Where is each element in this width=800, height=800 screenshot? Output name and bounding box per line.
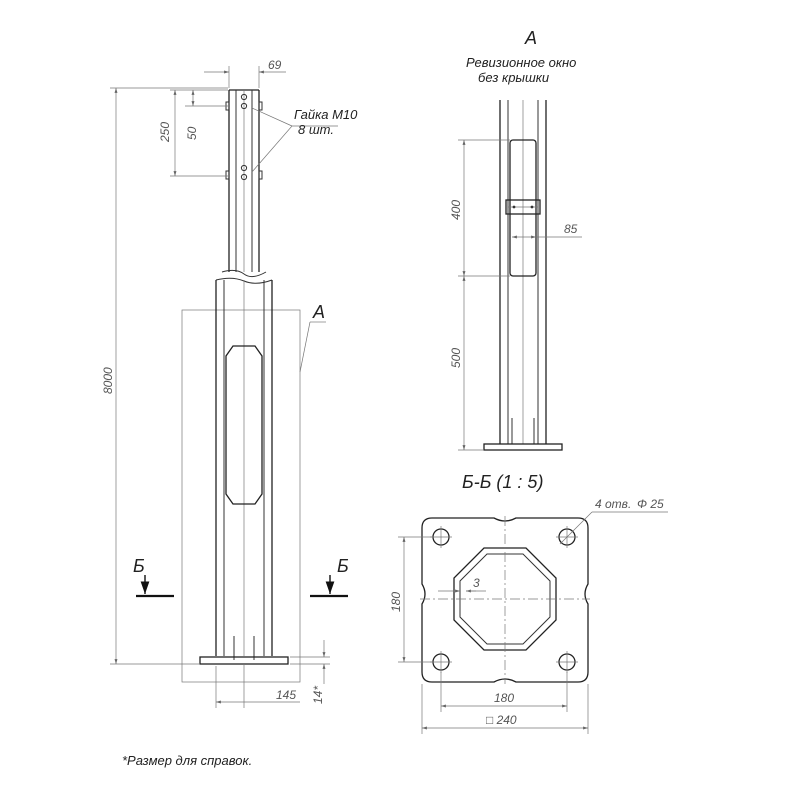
window-clamp — [505, 199, 541, 215]
dim-240: □ 240 — [421, 684, 589, 734]
base-plate — [199, 656, 289, 665]
view-a-title: А — [524, 28, 537, 48]
mounting-holes — [430, 526, 578, 673]
cut-mark-right-label: Б — [337, 556, 349, 576]
dim-500-label: 500 — [449, 348, 463, 368]
break-line — [221, 269, 267, 278]
holes-count-label: 4 отв. — [595, 497, 631, 511]
dim-180-vertical-label: 180 — [389, 592, 403, 612]
section-cut-right: Б — [310, 556, 349, 598]
view-a-subtitle-2: без крышки — [478, 70, 549, 85]
dim-180-horizontal: 180 — [440, 672, 568, 712]
dim-14: 14* — [290, 640, 330, 704]
revision-window — [509, 139, 537, 277]
nut-label: Гайка М10 — [294, 107, 358, 122]
dim-8000-label: 8000 — [101, 367, 115, 394]
dim-180-horizontal-label: 180 — [494, 691, 514, 705]
view-a-reference: А — [299, 302, 326, 373]
nut-icon — [240, 102, 248, 110]
section-cut-left: Б — [133, 556, 174, 598]
nut-count-label: 8 шт. — [298, 122, 334, 137]
dim-50-label: 50 — [185, 126, 199, 140]
dim-400: 400 — [449, 139, 510, 277]
dim-145: 145 — [215, 664, 300, 708]
footnote: *Размер для справок. — [122, 753, 252, 768]
dim-69: 69 — [204, 58, 286, 88]
dim-250-label: 250 — [158, 122, 172, 143]
dim-180-vertical: 180 — [389, 536, 432, 663]
section-bb: Б-Б (1 : 5) 4 отв. Φ 25 — [389, 472, 668, 734]
dim-240-label: □ 240 — [486, 713, 517, 727]
foundation-outline — [181, 309, 301, 683]
dim-3-label: 3 — [473, 576, 480, 590]
nut-callout: Гайка М10 8 шт. — [251, 107, 358, 173]
dim-3: 3 — [438, 576, 486, 593]
base-plate — [483, 443, 563, 451]
nut-icon — [240, 164, 248, 172]
nut-icon — [240, 93, 248, 101]
revision-window — [225, 345, 263, 505]
lower-pole-section — [199, 280, 289, 665]
octagon-tube-inner — [459, 553, 551, 645]
view-a-ref-label: А — [312, 302, 325, 322]
dim-14-label: 14* — [311, 686, 325, 704]
view-a: А Ревизионное окно без крышки 400 85 — [449, 28, 582, 451]
dim-69-label: 69 — [268, 58, 282, 72]
dim-145-label: 145 — [276, 688, 296, 702]
dim-8000: 8000 — [101, 87, 228, 665]
holes-diameter-label: Φ 25 — [637, 497, 664, 511]
view-a-subtitle-1: Ревизионное окно — [466, 55, 576, 70]
dim-85-label: 85 — [564, 222, 578, 236]
upper-pole-section — [225, 89, 263, 272]
section-plate — [421, 517, 589, 683]
main-view: 69 250 50 Гайка М10 8 шт. 8000 — [101, 58, 358, 708]
section-bb-title: Б-Б (1 : 5) — [462, 472, 543, 492]
octagon-tube-outer — [453, 547, 557, 651]
dim-400-label: 400 — [449, 200, 463, 220]
holes-callout: 4 отв. Φ 25 — [559, 497, 668, 545]
cut-mark-left-label: Б — [133, 556, 145, 576]
dim-85: 85 — [512, 222, 582, 239]
dim-500: 500 — [449, 276, 484, 451]
nut-icon — [240, 173, 248, 181]
dim-250: 250 50 — [158, 89, 228, 177]
